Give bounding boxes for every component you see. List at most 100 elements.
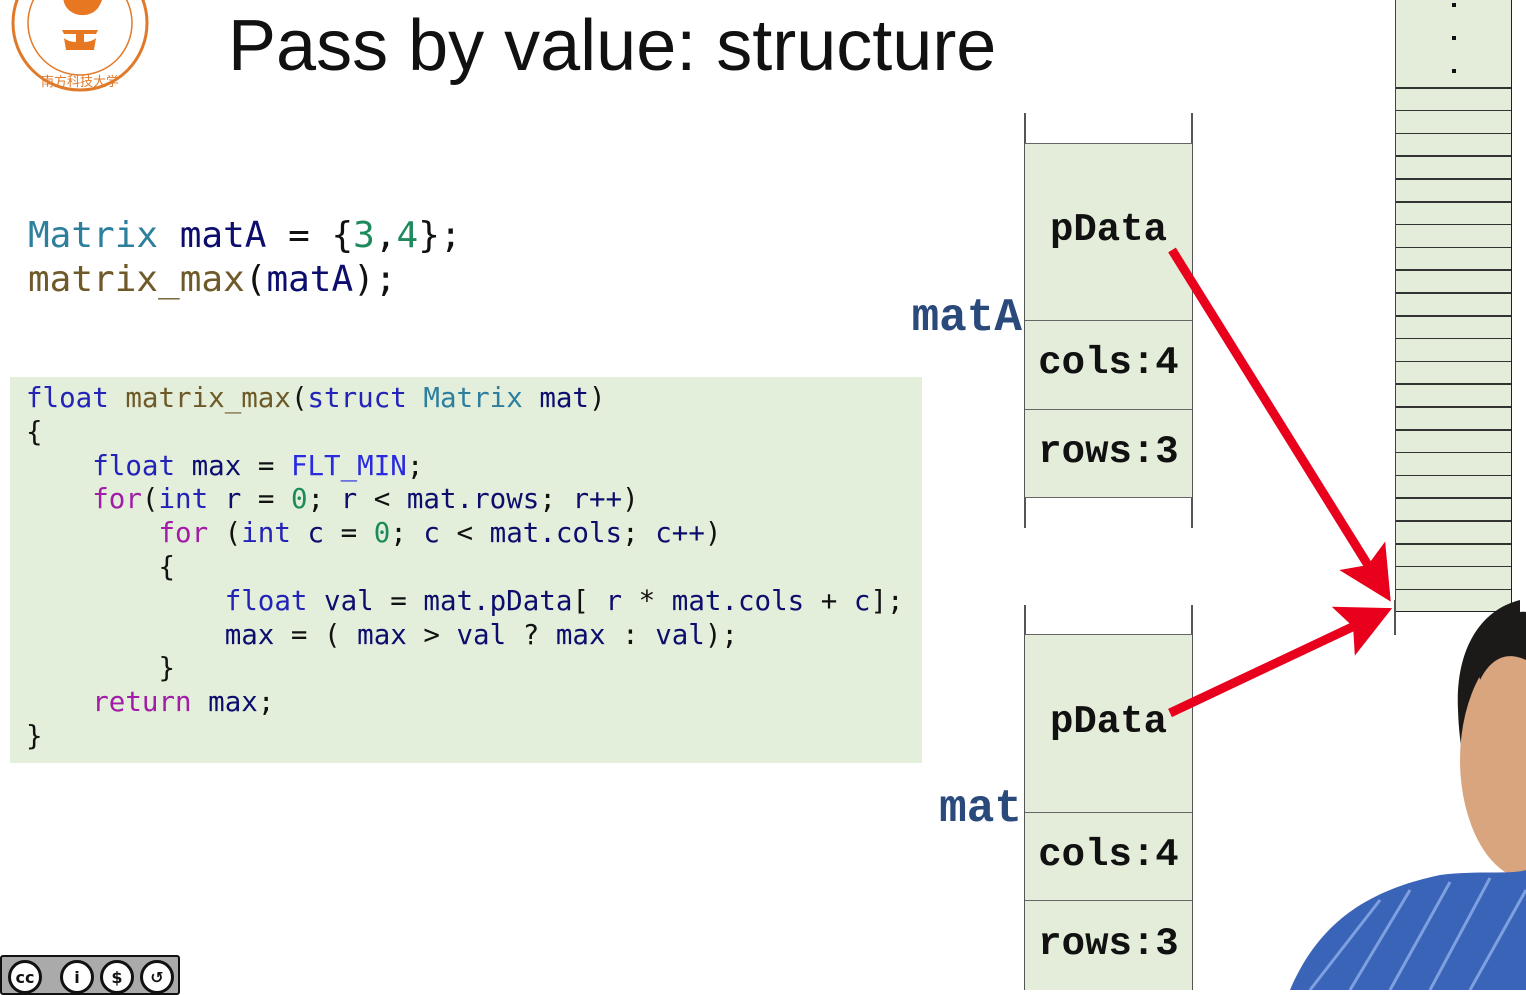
code-token: return <box>92 686 192 719</box>
matA-left-border <box>1024 113 1026 528</box>
matA-pdata-field: pData <box>1049 208 1168 252</box>
code-token: c++ <box>655 517 705 550</box>
code-token: > <box>406 618 457 651</box>
memory-cell-divider <box>1396 451 1511 454</box>
code-token: ) <box>622 483 639 516</box>
code-token: ( <box>290 382 308 414</box>
function-code: float matrix_max(struct Matrix mat){ flo… <box>26 382 904 754</box>
code-token: < <box>357 483 407 516</box>
code-token: mat.rows <box>406 483 540 516</box>
code-token: max <box>555 618 606 651</box>
memory-cell-divider <box>1396 246 1511 249</box>
code-token: Matrix <box>423 382 523 414</box>
matA-pdata-cell <box>1025 143 1192 320</box>
code-token: matrix_max <box>125 382 291 414</box>
code-token: FLT_MIN <box>290 449 407 482</box>
code-token: ) <box>704 517 722 550</box>
code-token: ]; <box>870 584 904 617</box>
code-token: val <box>324 584 374 617</box>
code-token: Matrix <box>28 215 159 256</box>
code-token: 3 <box>353 215 375 256</box>
creative-commons-badge: cc i $ ↺ <box>0 955 180 995</box>
code-token: ; <box>406 449 424 482</box>
code-token: c <box>423 517 440 550</box>
code-token: [ <box>572 584 606 617</box>
code-line: } <box>26 720 904 754</box>
code-token: ); <box>353 259 397 300</box>
code-token: 0 <box>373 517 391 550</box>
code-line: matrix_max(matA); <box>28 258 462 302</box>
sharealike-icon: ↺ <box>140 960 174 994</box>
presenter-video <box>1290 600 1526 990</box>
code-token: = <box>241 483 291 516</box>
code-line: float val = mat.pData[ r * mat.cols + c]… <box>26 585 904 619</box>
memory-cell-divider <box>1396 543 1511 545</box>
cc-icon: cc <box>8 960 42 994</box>
code-token: ) <box>588 382 606 414</box>
slide-title: Pass by value: structure <box>228 6 997 86</box>
matA-cols-cell <box>1025 320 1192 409</box>
code-line: max = ( max > val ? max : val); <box>26 619 904 653</box>
memory-cell-divider <box>1396 155 1511 157</box>
mat-pdata-field: pData <box>1049 700 1168 744</box>
memory-left-extension <box>1394 600 1396 635</box>
memory-cell-divider <box>1396 497 1511 499</box>
code-line: { <box>26 551 904 585</box>
code-line: for (int c = 0; c < mat.cols; c++) <box>26 517 904 551</box>
code-token: ; <box>307 483 341 516</box>
matA-label: matA <box>911 292 1022 344</box>
university-logo: 南方科技大学 <box>10 0 150 96</box>
svg-text:南方科技大学: 南方科技大学 <box>41 74 119 90</box>
mat-pdata-cell <box>1025 634 1192 812</box>
code-token: + <box>804 584 854 617</box>
code-token: 0 <box>290 483 308 516</box>
code-token: float <box>92 449 176 482</box>
memory-cell-divider <box>1396 383 1511 385</box>
matA-cols-field: cols:4 <box>1038 341 1179 385</box>
code-token: ( <box>244 259 267 300</box>
memory-cell-divider <box>1396 520 1511 522</box>
mat-pdata-arrow <box>1168 606 1393 718</box>
memory-cell-divider <box>1396 429 1511 431</box>
memory-cell-divider <box>1396 223 1511 226</box>
code-token: float <box>26 382 109 414</box>
memory-cell-divider <box>1396 474 1511 477</box>
noncommercial-icon: $ <box>100 960 134 994</box>
memory-cell-divider <box>1396 337 1511 340</box>
code-token: c <box>307 517 325 550</box>
code-token: { <box>26 415 43 448</box>
code-token: ( <box>208 517 242 550</box>
memory-cell-divider <box>1396 315 1511 317</box>
mat-cols-cell <box>1025 812 1192 900</box>
code-token: mat.cols <box>489 517 623 550</box>
code-token: max <box>224 618 275 651</box>
code-token: ; <box>257 686 275 719</box>
code-token: r <box>605 584 623 617</box>
function-code-block <box>10 377 922 763</box>
code-line: float max = FLT_MIN; <box>26 450 904 484</box>
matA-rows-cell <box>1025 409 1192 498</box>
code-token: val <box>456 618 507 651</box>
code-token: , <box>374 215 397 256</box>
attribution-icon: i <box>60 960 94 994</box>
memory-cell-divider <box>1396 588 1511 591</box>
code-line: return max; <box>26 686 904 720</box>
code-token: matrix_max <box>28 259 245 300</box>
code-token: int <box>241 517 291 550</box>
code-token: matA <box>179 215 267 256</box>
code-token: mat.cols <box>671 584 805 617</box>
mat-rows-field: rows:3 <box>1038 922 1179 966</box>
code-token: val <box>655 618 705 651</box>
code-token: r++ <box>572 483 623 516</box>
code-token: for <box>158 517 209 550</box>
code-token: r <box>224 483 242 516</box>
code-token: < <box>439 517 490 550</box>
code-line: float matrix_max(struct Matrix mat) <box>26 382 904 416</box>
code-token: ; <box>622 517 656 550</box>
code-token: ); <box>704 618 738 651</box>
matA-rows-field: rows:3 <box>1038 430 1179 474</box>
code-line: for(int r = 0; r < mat.rows; r++) <box>26 483 904 517</box>
memory-cell-divider <box>1396 406 1511 408</box>
memory-cell-divider <box>1396 109 1511 112</box>
